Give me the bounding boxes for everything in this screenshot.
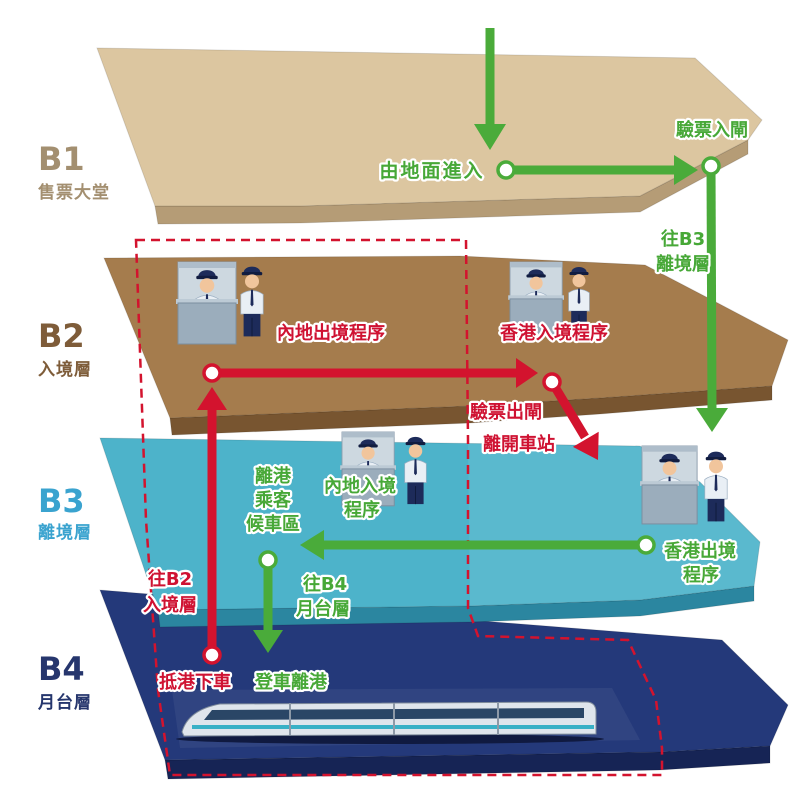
arrow-to-b2: [197, 387, 227, 665]
floor-slab-b1: [96, 47, 763, 225]
officer-icon: [704, 451, 728, 522]
leave-station-label: 離開車站: [483, 433, 555, 455]
to-b3-label-line1: 往B3: [661, 228, 705, 250]
arrow-to-exit: [542, 372, 599, 460]
route-node: [258, 550, 278, 570]
route-node: [636, 535, 656, 555]
arrow-entry-from-ground: [474, 28, 506, 150]
ticket-gate-in-label: 驗票入閘: [676, 119, 748, 141]
booth-icon: [340, 431, 396, 507]
floor-name: 離境層: [38, 522, 92, 543]
route-node: [542, 372, 562, 392]
floor-name: 售票大堂: [38, 182, 110, 203]
route-node: [701, 156, 721, 176]
waiting-area-label-line2: 乘客: [254, 489, 292, 511]
mainland-exit-label: 內地出境程序: [277, 322, 385, 344]
waiting-area-label-line1: 離港: [255, 465, 292, 487]
boarding-label: 登車離港: [254, 671, 328, 693]
entry-label: 由地面進入: [379, 159, 484, 182]
floor-label-b3: B3 離境層: [38, 482, 92, 543]
to-b2-label-line1: 往B2: [148, 568, 192, 590]
floor-name: 月台層: [37, 692, 92, 713]
route-node: [496, 160, 516, 180]
booth-icon: [508, 261, 564, 337]
floor-code: B2: [38, 317, 85, 355]
floor-code: B3: [38, 482, 85, 520]
to-b3-label-line2: 離境層: [656, 253, 710, 275]
arrow-through-immigration: [202, 358, 538, 388]
to-b4-label-line2: 月台層: [295, 598, 350, 620]
to-b2-label-line2: 入境層: [143, 594, 197, 616]
floor-label-b2: B2 入境層: [38, 317, 92, 380]
floor-label-b1: B1 售票大堂: [38, 140, 110, 203]
hk-exit-label-line2: 程序: [683, 564, 719, 586]
waiting-area-label-line3: 候車區: [246, 513, 300, 535]
arrival-label: 抵港下車: [159, 671, 231, 693]
train-icon: [176, 701, 604, 744]
floor-b3-front-edge: [157, 585, 755, 628]
floor-b2-front-edge: [169, 385, 773, 436]
mainland-entry-label-line2: 程序: [344, 499, 380, 521]
arrow-to-ticket-gate: [496, 155, 698, 185]
floor-name: 入境層: [38, 359, 92, 380]
route-node: [202, 363, 222, 383]
booth-icon: [176, 261, 238, 345]
ticket-gate-out-label: 驗票出閘: [470, 401, 542, 423]
hk-entry-label: 香港入境程序: [499, 322, 608, 344]
mainland-entry-label-line1: 內地入境: [324, 475, 396, 497]
floor-b1-front-edge: [154, 139, 749, 225]
to-b4-label-line1: 往B4: [303, 573, 347, 595]
floor-label-b4: B4 月台層: [37, 650, 92, 713]
hk-exit-label-line1: 香港出境: [663, 540, 736, 562]
arrow-to-b3: [696, 156, 728, 432]
dashed-zone-outline: [134, 238, 664, 777]
floor-code: B1: [38, 140, 85, 178]
floor-b1-surface: [96, 47, 763, 207]
arrow-to-waiting-area: [300, 530, 656, 560]
arrow-to-b4: [253, 550, 283, 653]
route-node: [202, 645, 222, 665]
floor-code: B4: [38, 650, 85, 688]
booth-icon: [640, 445, 699, 525]
